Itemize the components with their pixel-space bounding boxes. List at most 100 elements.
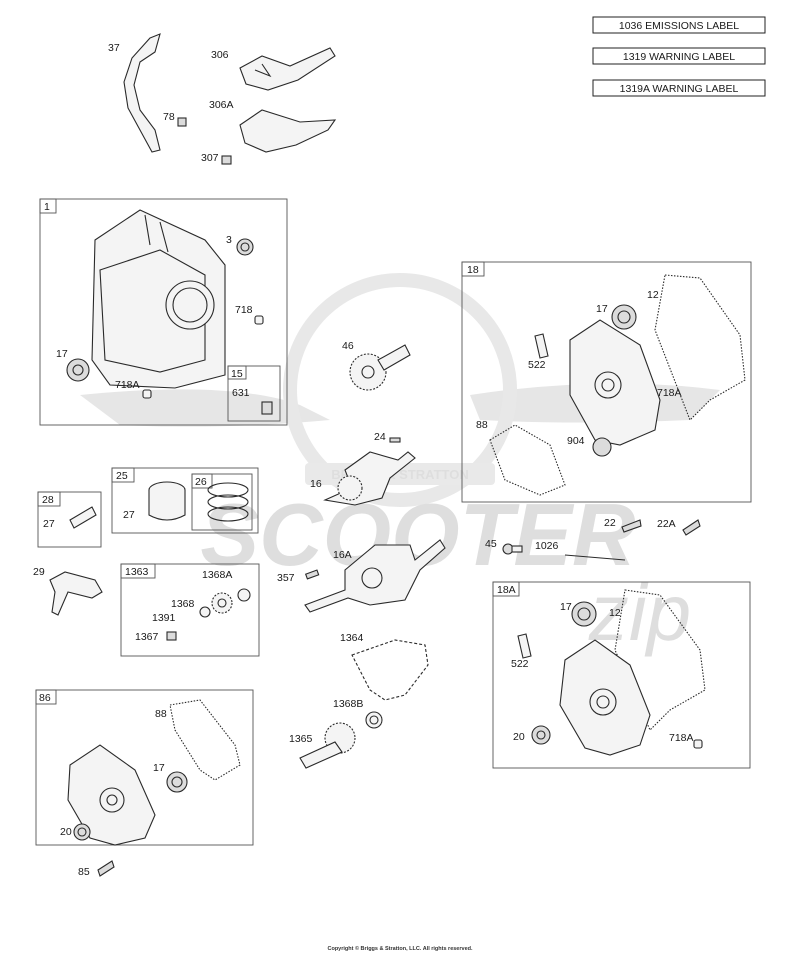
callout-17-18[interactable]: 17: [596, 303, 608, 315]
part-718-pin[interactable]: [254, 315, 264, 325]
part-88-gasket[interactable]: [489, 424, 566, 496]
callout-27-25[interactable]: 27: [123, 509, 135, 521]
part-17-bearing-18a[interactable]: [571, 601, 597, 627]
callout-20-86[interactable]: 20: [60, 826, 72, 838]
callout-3[interactable]: 3: [226, 234, 232, 246]
part-28-wrist-pin[interactable]: [69, 506, 97, 529]
part-86-crankcase-cover[interactable]: [67, 744, 156, 846]
group-box-18a-tab: [492, 581, 520, 597]
part-17-bearing-18[interactable]: [611, 304, 637, 330]
callout-78[interactable]: 78: [163, 111, 175, 123]
callout-16a[interactable]: 16A: [333, 549, 352, 561]
callout-718a-18[interactable]: 718A: [657, 387, 682, 399]
callout-45[interactable]: 45: [485, 538, 497, 550]
callout-522-18a[interactable]: 522: [511, 658, 529, 670]
callout-1368b[interactable]: 1368B: [333, 698, 363, 710]
part-904-seal[interactable]: [592, 437, 612, 457]
part-631-plug[interactable]: [261, 401, 273, 415]
part-16a-crankshaft[interactable]: [304, 539, 446, 613]
warning-label-tag[interactable]: 1319 WARNING LABEL: [592, 47, 766, 65]
part-1368b-washer[interactable]: [365, 711, 383, 729]
callout-522-18[interactable]: 522: [528, 359, 546, 371]
warning-label-a-tag[interactable]: 1319A WARNING LABEL: [592, 79, 766, 97]
group-box-1363-tab: [120, 563, 156, 579]
part-718a-pin-18a[interactable]: [693, 739, 703, 749]
callout-85[interactable]: 85: [78, 866, 90, 878]
callout-357[interactable]: 357: [277, 572, 295, 584]
part-1391-washer[interactable]: [199, 606, 211, 618]
group-box-86-number: 86: [39, 692, 51, 704]
callout-22a[interactable]: 22A: [657, 518, 676, 530]
part-16-crankshaft[interactable]: [323, 451, 416, 506]
part-718a-pin[interactable]: [142, 389, 152, 399]
part-17-bearing-86[interactable]: [166, 771, 188, 793]
part-306a-shield[interactable]: [239, 109, 337, 153]
part-26-piston-rings[interactable]: [207, 482, 249, 522]
callout-24[interactable]: 24: [374, 431, 386, 443]
part-18a-crankcase-cover[interactable]: [559, 639, 651, 756]
part-18-crankcase-cover[interactable]: [569, 319, 661, 446]
callout-1368[interactable]: 1368: [171, 598, 195, 610]
emissions-label-tag[interactable]: 1036 EMISSIONS LABEL: [592, 16, 766, 34]
part-357-key[interactable]: [304, 569, 320, 580]
callout-46[interactable]: 46: [342, 340, 354, 352]
part-1368a-washer[interactable]: [237, 588, 251, 602]
part-3-seal[interactable]: [236, 238, 254, 256]
callout-88-18[interactable]: 88: [476, 419, 488, 431]
part-1026-rod[interactable]: [564, 554, 626, 561]
callout-29[interactable]: 29: [33, 566, 45, 578]
part-37-bracket[interactable]: [123, 33, 161, 153]
part-20-seal-18a[interactable]: [531, 725, 551, 745]
part-29-connecting-rod[interactable]: [49, 571, 103, 616]
callout-718a-18a[interactable]: 718A: [669, 732, 694, 744]
callout-17-86[interactable]: 17: [153, 762, 165, 774]
group-box-18a: [492, 581, 751, 769]
part-24-key[interactable]: [389, 437, 401, 443]
part-1365-sprocket-shaft[interactable]: [299, 722, 356, 769]
callout-1367[interactable]: 1367: [135, 631, 159, 643]
callout-306a[interactable]: 306A: [209, 99, 234, 111]
callout-12-18a[interactable]: 12: [609, 607, 621, 619]
part-22-bolt[interactable]: [621, 519, 642, 533]
callout-88-86[interactable]: 88: [155, 708, 167, 720]
part-1364-chain[interactable]: [351, 639, 429, 701]
svg-text:1319 WARNING LABEL: 1319 WARNING LABEL: [623, 51, 735, 63]
callout-22[interactable]: 22: [604, 517, 616, 529]
callout-12-18[interactable]: 12: [647, 289, 659, 301]
callout-20-18a[interactable]: 20: [513, 731, 525, 743]
callout-27-28[interactable]: 27: [43, 518, 55, 530]
part-85-bolt[interactable]: [97, 860, 115, 877]
callout-904[interactable]: 904: [567, 435, 585, 447]
callout-1391[interactable]: 1391: [152, 612, 176, 624]
callout-307[interactable]: 307: [201, 152, 219, 164]
part-20-seal-86[interactable]: [73, 823, 91, 841]
callout-37[interactable]: 37: [108, 42, 120, 54]
callout-306[interactable]: 306: [211, 49, 229, 61]
callout-718[interactable]: 718: [235, 304, 253, 316]
group-box-25: [111, 467, 259, 534]
group-box-1363-number: 1363: [125, 566, 149, 578]
callout-1365[interactable]: 1365: [289, 733, 313, 745]
callout-17-18a[interactable]: 17: [560, 601, 572, 613]
callout-1026[interactable]: 1026: [535, 540, 559, 552]
callout-718a[interactable]: 718A: [115, 379, 140, 391]
callout-16[interactable]: 16: [310, 478, 322, 490]
part-88-gasket-86[interactable]: [169, 699, 241, 781]
part-1-cylinder-block[interactable]: [91, 209, 226, 389]
part-522-dipstick-18a[interactable]: [517, 633, 532, 659]
part-25-piston[interactable]: [148, 481, 186, 521]
part-17-bearing[interactable]: [66, 358, 90, 382]
part-78-screw[interactable]: [177, 117, 187, 127]
part-307-nut[interactable]: [221, 155, 232, 165]
part-22a-bolt[interactable]: [682, 519, 701, 536]
part-1368-sprocket[interactable]: [211, 592, 233, 614]
part-1367-screw[interactable]: [166, 631, 177, 641]
callout-1364[interactable]: 1364: [340, 632, 364, 644]
part-522-dipstick[interactable]: [534, 333, 549, 359]
part-306-shield[interactable]: [239, 47, 336, 91]
callout-1368a[interactable]: 1368A: [202, 569, 232, 581]
part-45-bolt[interactable]: [502, 543, 523, 555]
part-46-camshaft[interactable]: [349, 344, 411, 391]
callout-631[interactable]: 631: [232, 387, 250, 399]
callout-17[interactable]: 17: [56, 348, 68, 360]
